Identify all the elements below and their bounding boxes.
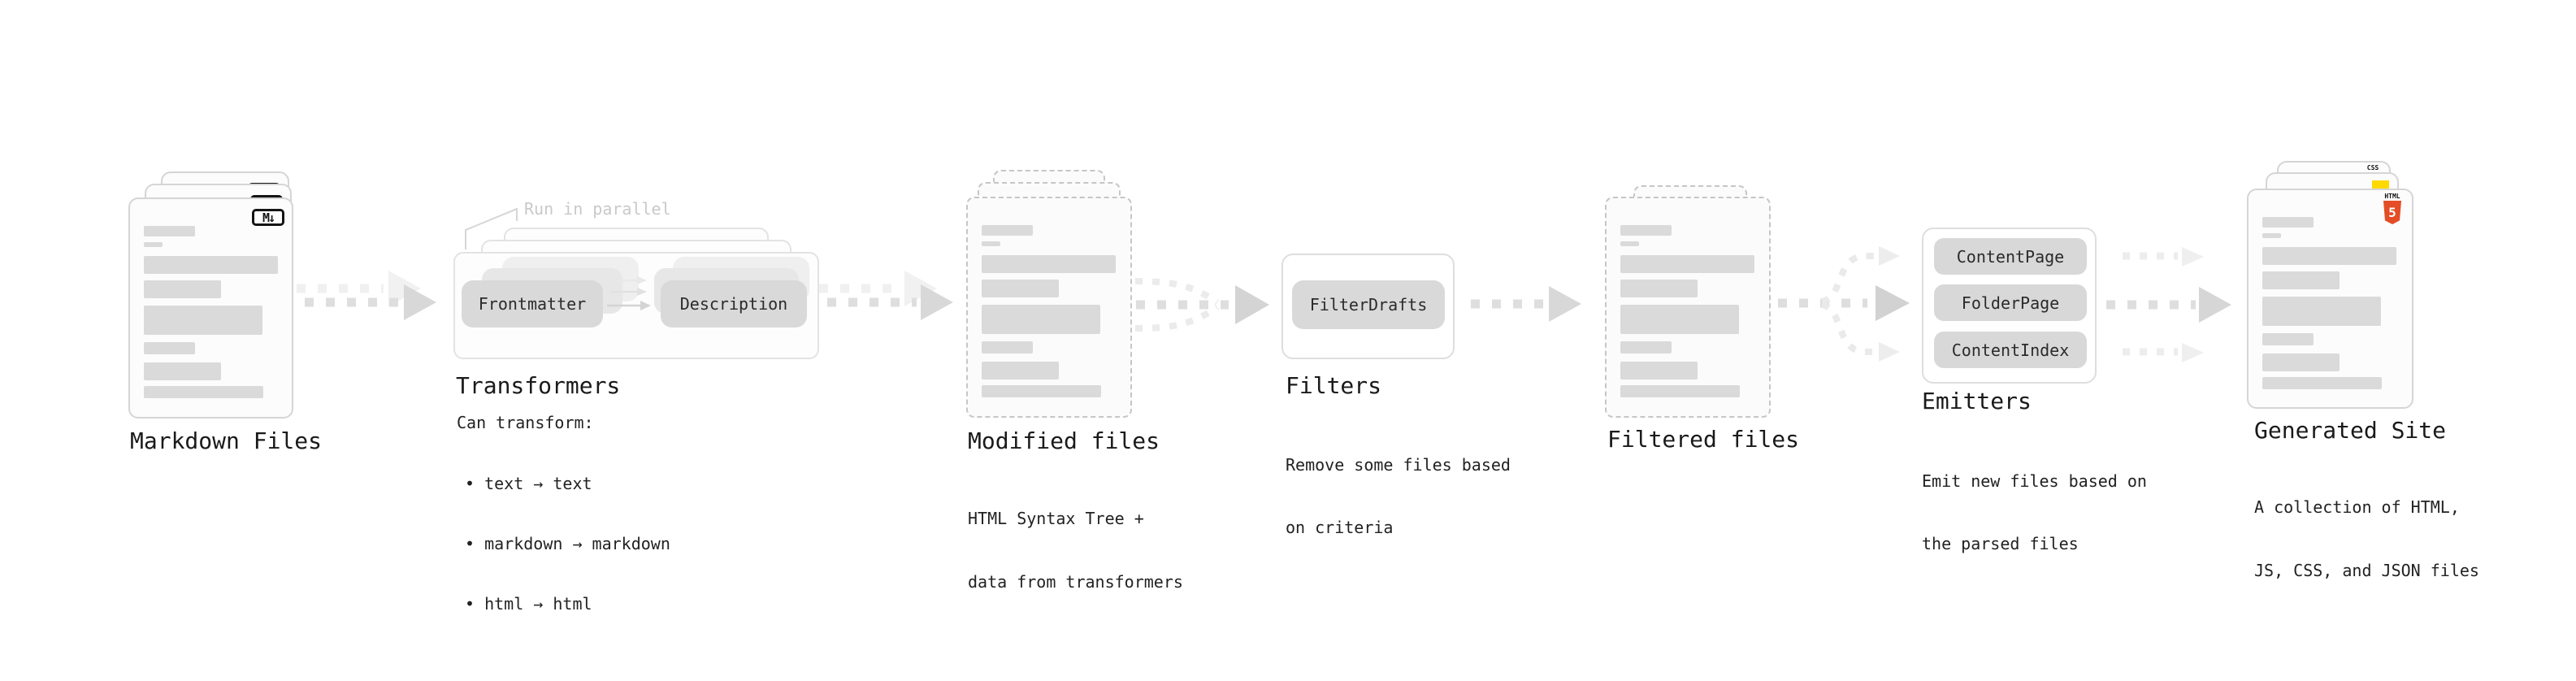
- text-placeholder-bar: [144, 306, 262, 335]
- text-placeholder-bar: [2262, 247, 2396, 265]
- arrow-emitters-to-generated: [2199, 287, 2231, 323]
- generated-file-card-html: HTML 5: [2247, 189, 2413, 409]
- text-placeholder-bar: [1620, 255, 1754, 273]
- text-placeholder-bar: [1620, 280, 1698, 297]
- text-placeholder-bar: [982, 255, 1116, 273]
- description-line: data from transformers: [968, 572, 1183, 592]
- filterdrafts-pill: FilterDrafts: [1292, 280, 1445, 329]
- bullet-item: • html → html: [465, 594, 592, 614]
- description-line: the parsed files: [1922, 534, 2079, 553]
- html5-shield: 5: [2383, 201, 2401, 224]
- text-placeholder-bar: [982, 341, 1033, 354]
- text-placeholder-bar: [144, 362, 221, 380]
- markdown-logo-icon: M↓: [252, 209, 284, 226]
- description-line: HTML Syntax Tree +: [968, 509, 1144, 528]
- emitter-pill-folderpage: FolderPage: [1934, 284, 2087, 321]
- text-placeholder-bar: [2262, 297, 2381, 326]
- text-placeholder-bar: [982, 362, 1059, 380]
- modified-files-label: Modified files: [968, 427, 1160, 454]
- arrow-transformers-to-modified: [921, 284, 953, 320]
- arrow-markdown-to-transformers: [404, 284, 436, 320]
- text-placeholder-bar: [982, 280, 1059, 297]
- text-placeholder-bar: [1620, 225, 1672, 236]
- description-pill: Description: [661, 280, 807, 327]
- filtered-file-card-front: [1605, 197, 1771, 418]
- text-placeholder-bar: [144, 226, 195, 236]
- run-in-parallel-callout: Run in parallel: [524, 199, 671, 219]
- text-placeholder-bar: [2262, 233, 2281, 238]
- emitter-pill-contentindex: ContentIndex: [1934, 332, 2087, 368]
- markdown-files-label: Markdown Files: [130, 427, 323, 454]
- description-line: A collection of HTML,: [2254, 497, 2460, 517]
- text-placeholder-bar: [144, 280, 221, 298]
- filters-description: Remove some files based on criteria: [1286, 413, 1511, 580]
- filtered-files-label: Filtered files: [1607, 426, 1800, 453]
- text-placeholder-bar: [144, 242, 163, 247]
- description-line: on criteria: [1286, 518, 1394, 537]
- transformers-note-title: Can transform:: [457, 413, 594, 432]
- bullet-item: • text → text: [465, 474, 592, 493]
- text-placeholder-bar: [982, 225, 1033, 236]
- modified-file-card-front: [966, 197, 1132, 418]
- text-placeholder-bar: [1620, 341, 1672, 354]
- text-placeholder-bar: [982, 385, 1101, 397]
- text-placeholder-bar: [1620, 305, 1739, 334]
- arrow-filtered-to-emitters: [1876, 285, 1910, 321]
- text-placeholder-bar: [2262, 333, 2314, 345]
- transformers-heading: Transformers: [456, 372, 621, 399]
- html5-badge-label: HTML: [2384, 193, 2400, 200]
- arrow-filters-to-filtered: [1549, 286, 1581, 322]
- arrow-modified-to-filters: [1235, 285, 1269, 324]
- text-placeholder-bar: [2262, 377, 2382, 389]
- text-placeholder-bar: [2262, 271, 2340, 289]
- emitter-pill-contentpage: ContentPage: [1934, 238, 2087, 275]
- frontmatter-pill: Frontmatter: [462, 280, 603, 327]
- text-placeholder-bar: [2262, 217, 2314, 228]
- text-placeholder-bar: [144, 386, 263, 398]
- bullet-item: • markdown → markdown: [465, 534, 670, 553]
- transformers-bullet-list: • text → text • markdown → markdown • ht…: [465, 434, 670, 653]
- generated-site-label: Generated Site: [2254, 417, 2447, 444]
- js-file-icon: [2372, 180, 2389, 189]
- html5-logo-icon: HTML 5: [2383, 193, 2402, 224]
- emitters-description: Emit new files based on the parsed files: [1922, 429, 2147, 596]
- text-placeholder-bar: [982, 305, 1100, 334]
- text-placeholder-bar: [144, 342, 195, 354]
- generated-site-description: A collection of HTML, JS, CSS, and JSON …: [2254, 454, 2479, 623]
- text-placeholder-bar: [1620, 385, 1740, 397]
- text-placeholder-bar: [1620, 362, 1698, 380]
- css-badge-label: CSS: [2366, 164, 2379, 171]
- text-placeholder-bar: [2262, 354, 2340, 371]
- text-placeholder-bar: [982, 241, 1000, 246]
- description-line: JS, CSS, and JSON files: [2254, 561, 2479, 580]
- text-placeholder-bar: [144, 256, 278, 274]
- description-line: Remove some files based: [1286, 455, 1511, 475]
- description-line: Emit new files based on: [1922, 471, 2147, 491]
- filters-heading: Filters: [1286, 372, 1382, 399]
- markdown-file-card-front: M↓: [128, 197, 293, 419]
- text-placeholder-bar: [1620, 241, 1639, 246]
- emitters-heading: Emitters: [1922, 388, 2032, 414]
- modified-files-description: HTML Syntax Tree + data from transformer…: [968, 466, 1183, 635]
